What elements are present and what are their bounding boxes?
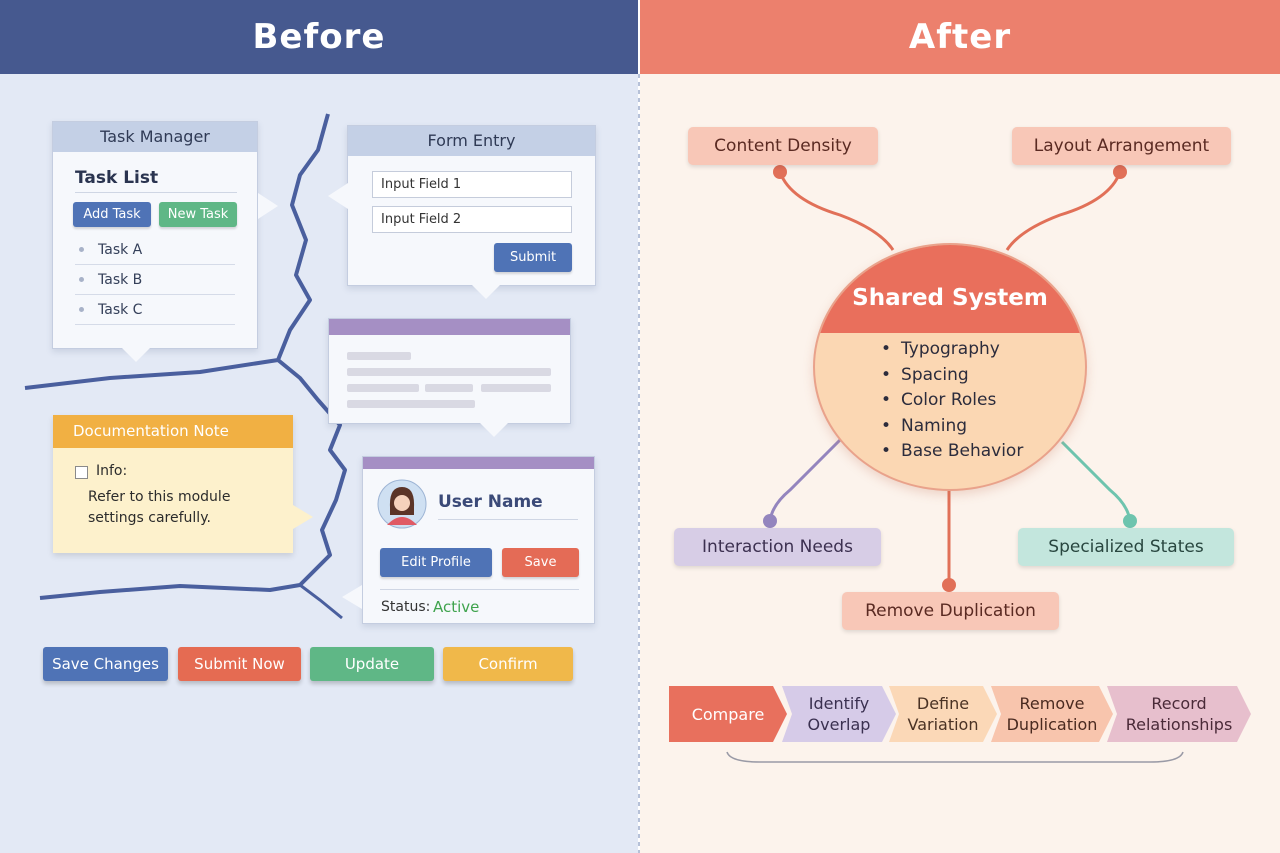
info-label: Info: (96, 463, 128, 479)
new-task-button[interactable]: New Task (159, 202, 237, 227)
status-badge: Active (433, 598, 480, 616)
task-label: Task A (98, 242, 143, 258)
note-text-line1: Refer to this module (88, 489, 231, 505)
placeholder-card (328, 318, 571, 424)
list-item: Color Roles (881, 388, 1023, 414)
before-panel: Before Task Manager Task List Add Task N… (0, 0, 638, 853)
list-item: Base Behavior (881, 439, 1023, 465)
connector-dot (763, 514, 777, 528)
edit-profile-button[interactable]: Edit Profile (380, 548, 492, 577)
list-item: Spacing (881, 363, 1023, 389)
placeholder-tail (480, 423, 508, 437)
update-button[interactable]: Update (310, 647, 434, 681)
submit-button[interactable]: Submit (494, 243, 572, 272)
step-line1: Identify (808, 694, 870, 713)
documentation-note-tail (293, 505, 313, 529)
bullet-icon (79, 246, 84, 252)
status-label: Status: (381, 599, 431, 615)
user-name: User Name (438, 492, 543, 512)
step-line2: Relationships (1125, 715, 1233, 734)
task-label: Task B (98, 272, 143, 288)
divider (438, 519, 578, 520)
after-title: After (640, 0, 1280, 74)
input-field-1[interactable]: Input Field 1 (372, 171, 572, 198)
text-placeholder (481, 384, 551, 392)
divider (380, 589, 579, 590)
bullet-icon (79, 276, 84, 282)
task-label: Task C (98, 302, 143, 318)
node-remove-duplication: Remove Duplication (842, 592, 1059, 630)
text-placeholder (425, 384, 473, 392)
confirm-button[interactable]: Confirm (443, 647, 573, 681)
task-manager-title: Task Manager (53, 122, 257, 152)
step-line2: Duplication (1006, 715, 1098, 734)
text-placeholder (347, 352, 411, 360)
step-line1: Define (916, 694, 970, 713)
step-line1: Record (1151, 694, 1207, 713)
save-changes-button[interactable]: Save Changes (43, 647, 168, 681)
profile-header-bar (363, 457, 594, 469)
list-item[interactable]: Task A (75, 235, 235, 265)
note-text-line2: settings carefully. (88, 510, 211, 526)
before-title: Before (0, 0, 638, 74)
info-checkbox[interactable] (75, 466, 88, 479)
save-button[interactable]: Save (502, 548, 579, 577)
form-entry-window: Form Entry Input Field 1 Input Field 2 S… (347, 125, 596, 286)
connector-dot (942, 578, 956, 592)
user-profile-card: User Name Edit Profile Save Status: Acti… (362, 456, 595, 624)
task-list-heading: Task List (75, 168, 159, 188)
list-item: Naming (881, 414, 1023, 440)
node-interaction-needs: Interaction Needs (674, 528, 881, 566)
task-manager-window: Task Manager Task List Add Task New Task… (52, 121, 258, 349)
connector-dot (773, 165, 787, 179)
list-item: Typography (881, 337, 1023, 363)
step-compare: Compare (669, 686, 787, 742)
card-header-bar (329, 319, 570, 335)
shared-system-list: Typography Spacing Color Roles Naming Ba… (881, 337, 1023, 465)
text-placeholder (347, 400, 475, 408)
avatar (377, 479, 427, 529)
shared-system-circle: Shared System Typography Spacing Color R… (813, 243, 1087, 491)
profile-tail (342, 585, 362, 609)
step-line1: Compare (691, 704, 765, 724)
list-item[interactable]: Task C (75, 295, 235, 325)
shared-system-title: Shared System (852, 285, 1048, 311)
form-entry-title: Form Entry (348, 126, 595, 156)
center-divider (638, 74, 640, 853)
documentation-note: Documentation Note Info: Refer to this m… (53, 415, 293, 553)
documentation-note-title: Documentation Note (53, 415, 293, 448)
task-manager-tail (122, 348, 150, 362)
divider (75, 192, 237, 193)
submit-now-button[interactable]: Submit Now (178, 647, 301, 681)
bullet-icon (79, 306, 84, 312)
connector-dot (1123, 514, 1137, 528)
task-manager-side-tail (258, 193, 278, 219)
input-field-2[interactable]: Input Field 2 (372, 206, 572, 233)
text-placeholder (347, 384, 419, 392)
step-line2: Variation (907, 715, 979, 734)
text-placeholder (347, 368, 551, 376)
add-task-button[interactable]: Add Task (73, 202, 151, 227)
connector-dot (1113, 165, 1127, 179)
step-line1: Remove (1019, 694, 1085, 713)
form-entry-tail (472, 285, 500, 299)
list-item[interactable]: Task B (75, 265, 235, 295)
node-layout-arrangement: Layout Arrangement (1012, 127, 1231, 165)
crack-lines (24, 113, 347, 620)
node-content-density: Content Density (688, 127, 878, 165)
form-entry-side-tail (328, 183, 348, 209)
shared-system-header (815, 245, 1085, 333)
node-specialized-states: Specialized States (1018, 528, 1234, 566)
step-line2: Overlap (807, 715, 871, 734)
